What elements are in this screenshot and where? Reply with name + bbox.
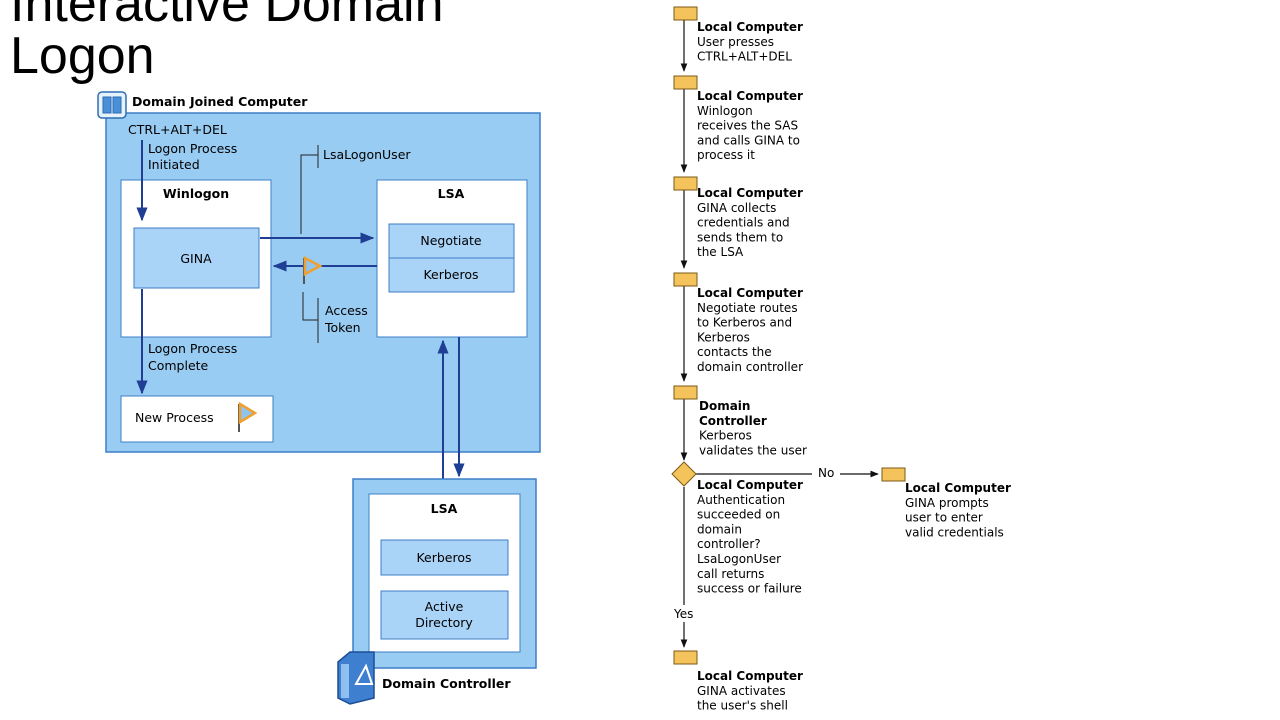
flow-step-text: the user's shell bbox=[697, 699, 788, 713]
flow-step-text: Kerberos bbox=[699, 429, 752, 443]
flow-step-text: receives the SAS bbox=[697, 119, 798, 133]
slide-title: Interactive Domain Logon bbox=[10, 0, 444, 82]
flow-step-text: to Kerberos and bbox=[697, 316, 792, 330]
dc-kerberos-box bbox=[380, 539, 509, 576]
active-directory-label-1: Active bbox=[425, 599, 464, 614]
new-process-label: New Process bbox=[135, 410, 214, 425]
flow-step-text: validates the user bbox=[699, 443, 807, 457]
access-token-flag-icon bbox=[303, 255, 323, 284]
flow-step-heading: Local Computer bbox=[697, 669, 803, 683]
flow-step-heading: Local Computer bbox=[697, 478, 803, 492]
flow-step-heading: Local Computer bbox=[697, 186, 803, 200]
flow-step-text: CTRL+ALT+DEL bbox=[697, 50, 792, 64]
computer-icon bbox=[97, 91, 127, 119]
flow-failure-text: GINA prompts bbox=[905, 496, 989, 510]
domain-joined-label: Domain Joined Computer bbox=[132, 94, 308, 109]
flow-step-box-2 bbox=[673, 75, 698, 90]
flow-failure-text: valid credentials bbox=[905, 525, 1004, 539]
dc-lsa-label: LSA bbox=[431, 501, 458, 516]
kerberos-box bbox=[388, 257, 515, 293]
flow-step-text: process it bbox=[697, 148, 755, 162]
dc-kerberos-label: Kerberos bbox=[416, 550, 471, 565]
flow-step-text: GINA collects bbox=[697, 201, 776, 215]
active-directory-label-2: Directory bbox=[415, 615, 473, 630]
winlogon-label: Winlogon bbox=[163, 186, 229, 201]
logon-initiated-label-2: Initiated bbox=[148, 157, 200, 172]
domain-controller-label: Domain Controller bbox=[382, 676, 511, 691]
flow-step-text: call returns bbox=[697, 567, 764, 581]
flow-step-box-5 bbox=[673, 385, 698, 400]
gina-box bbox=[133, 227, 260, 289]
flow-step-text: domain controller bbox=[697, 360, 803, 374]
flow-step-box-3 bbox=[673, 176, 698, 191]
flow-no-label: No bbox=[818, 466, 834, 480]
negotiate-label: Negotiate bbox=[420, 233, 482, 248]
flow-step-text: Winlogon bbox=[697, 104, 753, 118]
architecture-diagram: Domain Joined Computer CTRL+ALT+DEL Logo… bbox=[97, 91, 541, 705]
new-process-box bbox=[120, 395, 274, 443]
title-line-1: Interactive Domain bbox=[10, 0, 444, 33]
gina-label: GINA bbox=[180, 251, 212, 266]
access-token-label-2: Token bbox=[324, 320, 361, 335]
flow-step-text: and calls GINA to bbox=[697, 133, 800, 147]
active-directory-box bbox=[380, 590, 509, 640]
flow-step-box-7 bbox=[673, 650, 698, 665]
flow-step-text: LsaLogonUser bbox=[697, 552, 781, 566]
lsa-logon-user-label: LsaLogonUser bbox=[323, 147, 411, 162]
new-process-flag-icon bbox=[238, 401, 258, 432]
flow-failure-heading: Local Computer bbox=[905, 481, 1011, 495]
ctrl-alt-del-label: CTRL+ALT+DEL bbox=[128, 122, 227, 137]
kerberos-label: Kerberos bbox=[423, 267, 478, 282]
flow-yes-label: Yes bbox=[673, 607, 693, 621]
flow-failure-box bbox=[881, 467, 906, 482]
flow-step-text: contacts the bbox=[697, 345, 772, 359]
flow-step-text: Authentication bbox=[697, 493, 785, 507]
flow-step-text: User presses bbox=[697, 35, 774, 49]
flow-step-text: the LSA bbox=[697, 245, 744, 259]
flow-decision-diamond bbox=[671, 461, 697, 487]
flow-step-text: controller? bbox=[697, 537, 761, 551]
flow-step-heading: Local Computer bbox=[697, 20, 803, 34]
flow-step-heading: Local Computer bbox=[697, 89, 803, 103]
access-token-callout bbox=[302, 292, 318, 321]
lsa-label: LSA bbox=[438, 186, 465, 201]
flow-step-box-4 bbox=[673, 272, 698, 287]
flow-step-heading: Domain bbox=[699, 399, 750, 413]
logon-complete-label-1: Logon Process bbox=[148, 341, 237, 356]
flow-step-text: success or failure bbox=[697, 582, 802, 596]
logon-initiated-label-1: Logon Process bbox=[148, 141, 237, 156]
flow-step-heading: Local Computer bbox=[697, 286, 803, 300]
title-line-2: Logon bbox=[10, 27, 155, 85]
lsa-logon-user-callout bbox=[300, 154, 318, 234]
logon-complete-label-2: Complete bbox=[148, 358, 209, 373]
flow-step-text: Negotiate routes bbox=[697, 301, 798, 315]
flow-step-text: GINA activates bbox=[697, 684, 786, 698]
access-token-label-1: Access bbox=[325, 303, 368, 318]
flow-step-text: domain bbox=[697, 522, 742, 536]
flow-step-text: succeeded on bbox=[697, 508, 780, 522]
flow-step-text: sends them to bbox=[697, 230, 783, 244]
server-icon bbox=[337, 651, 375, 705]
flow-step-text: Kerberos bbox=[697, 330, 750, 344]
flow-step-text: credentials and bbox=[697, 216, 790, 230]
flow-failure-text: user to enter bbox=[905, 511, 983, 525]
flow-step-box-1 bbox=[673, 6, 698, 21]
negotiate-box bbox=[388, 223, 515, 259]
flow-step-heading: Controller bbox=[699, 414, 767, 428]
